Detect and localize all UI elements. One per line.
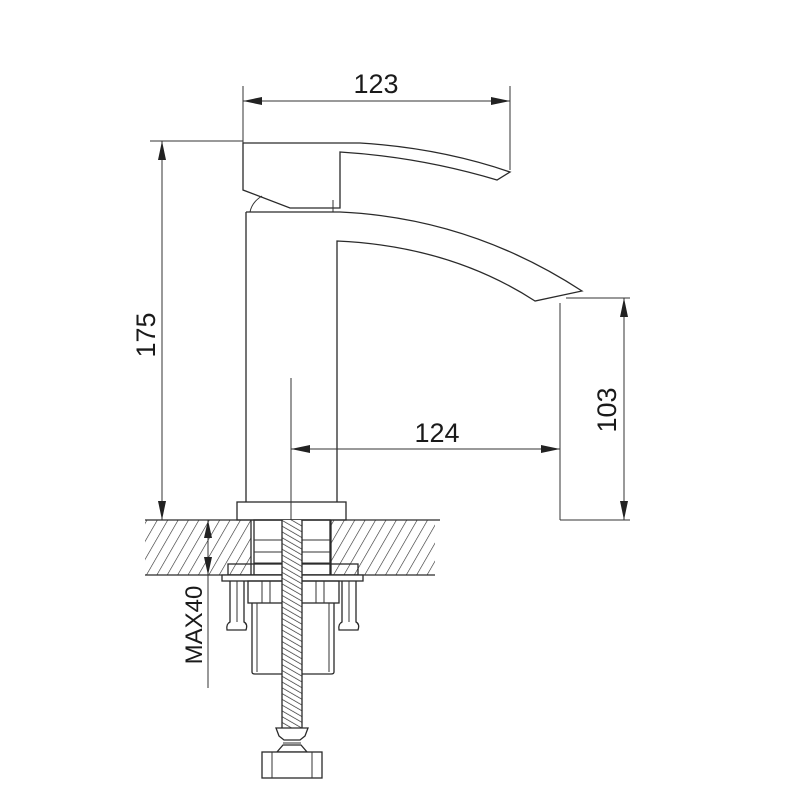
dimension-overall-width: 123 [242,69,511,170]
threaded-rod [281,520,303,730]
hose-connector [261,727,323,779]
dimension-max-deck-thickness: MAX40 [181,520,212,688]
dimension-spout-height: 103 [560,297,630,521]
dimension-label-max40: MAX40 [181,586,208,665]
dimension-overall-height: 175 [131,140,243,520]
dimension-label-175: 175 [131,312,161,357]
arrow-down-icon [158,501,166,520]
arrow-right-icon [541,445,560,453]
arrow-right-icon [491,97,510,105]
arrow-up-icon [620,298,628,317]
arrow-up-icon [204,520,212,538]
faucet-handle [242,142,512,213]
arrow-up-icon [158,141,166,160]
dimension-label-124: 124 [414,418,459,448]
dimension-label-123: 123 [353,69,398,99]
faucet-body-spout [236,211,584,521]
arrow-down-icon [204,557,212,575]
arrow-left-icon [291,445,310,453]
arrow-left-icon [243,97,262,105]
countertop-section [145,519,440,576]
arrow-down-icon [620,501,628,520]
dimension-label-103: 103 [592,387,622,432]
dimension-spout-reach: 124 [291,303,561,520]
